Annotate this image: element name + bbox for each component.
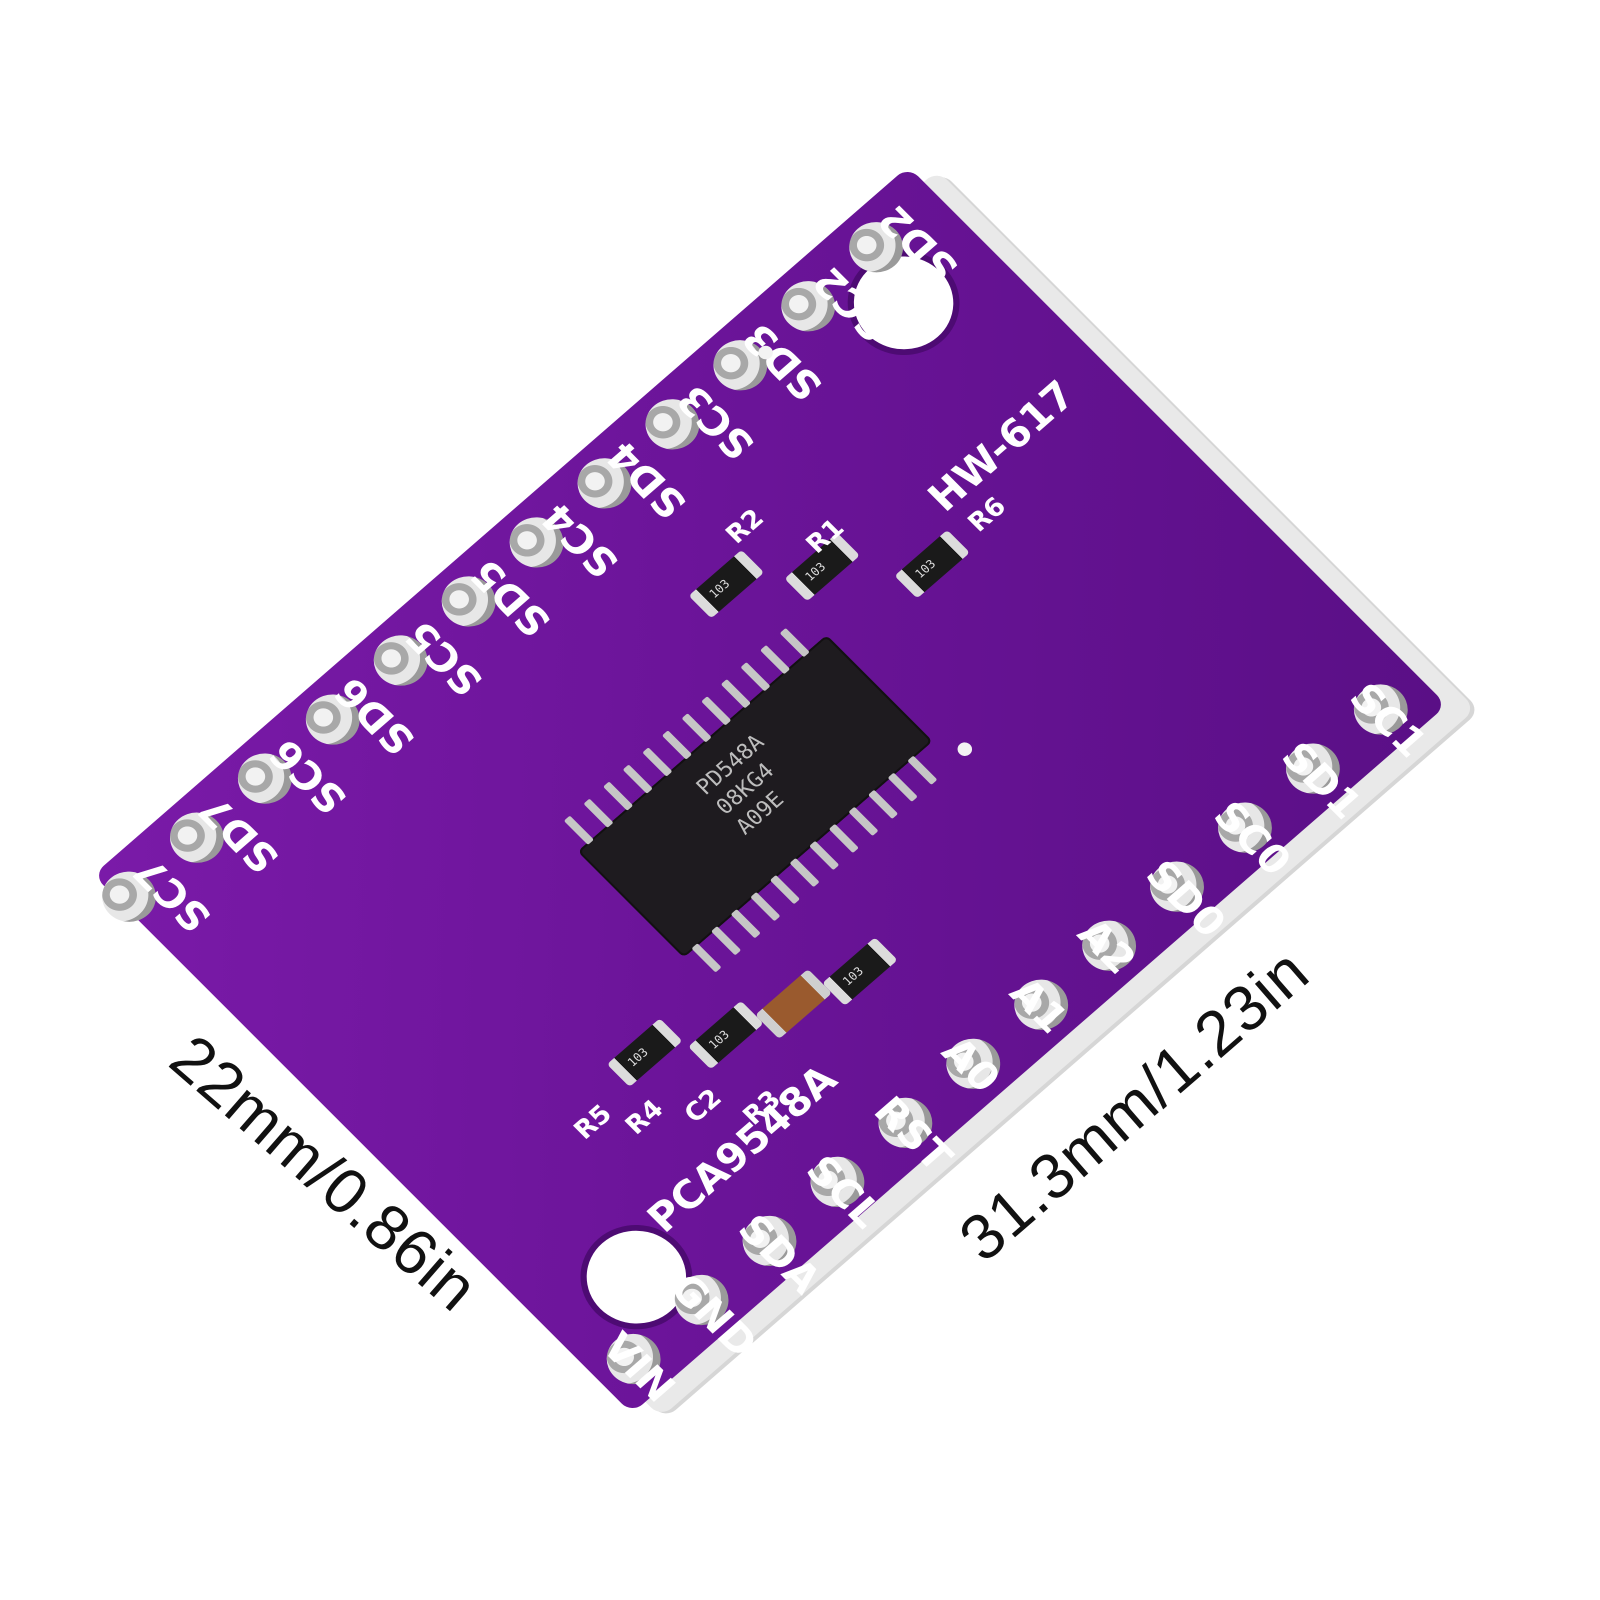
resistor-r3-marking: 103: [839, 964, 867, 989]
resistor-r6-marking: 103: [912, 556, 939, 581]
resistor-r1-marking: 103: [802, 559, 829, 584]
resistor-r2-marking: 103: [706, 576, 733, 601]
resistor-r4-marking: 103: [705, 1027, 733, 1052]
resistor-r5-marking: 103: [624, 1045, 651, 1070]
